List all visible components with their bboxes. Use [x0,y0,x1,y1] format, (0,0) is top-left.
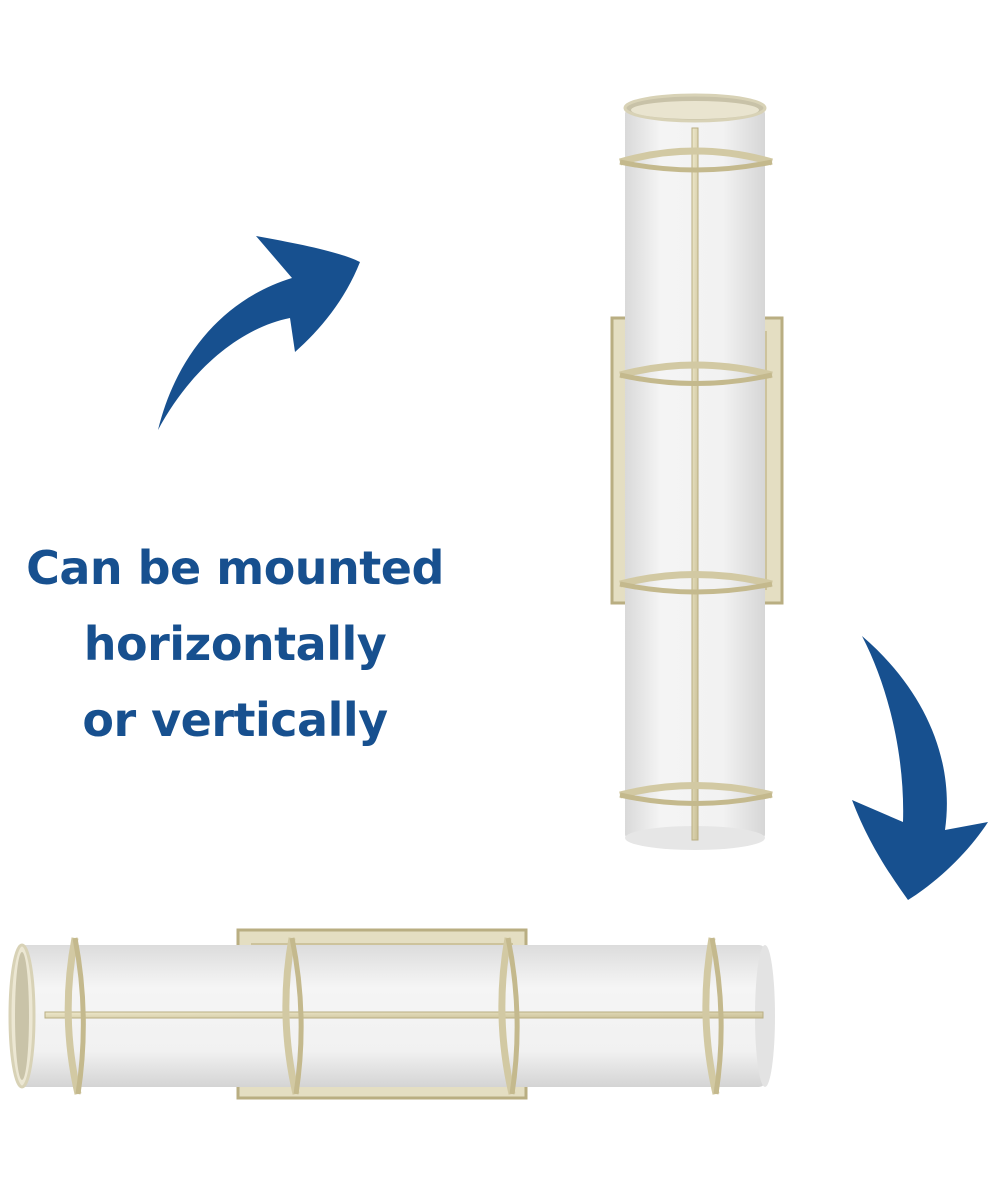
horizontal-wall-sconce [8,928,775,1100]
caption-line-1: Can be mounted [26,541,444,595]
vertical-wall-sconce [610,93,784,850]
caption-line-3: or vertically [82,693,388,747]
mounting-caption: Can be mounted horizontally or verticall… [0,530,470,758]
caption-line-2: horizontally [83,617,387,671]
curved-arrow-up-right-icon [158,236,360,430]
curved-arrow-down-icon [852,636,988,900]
